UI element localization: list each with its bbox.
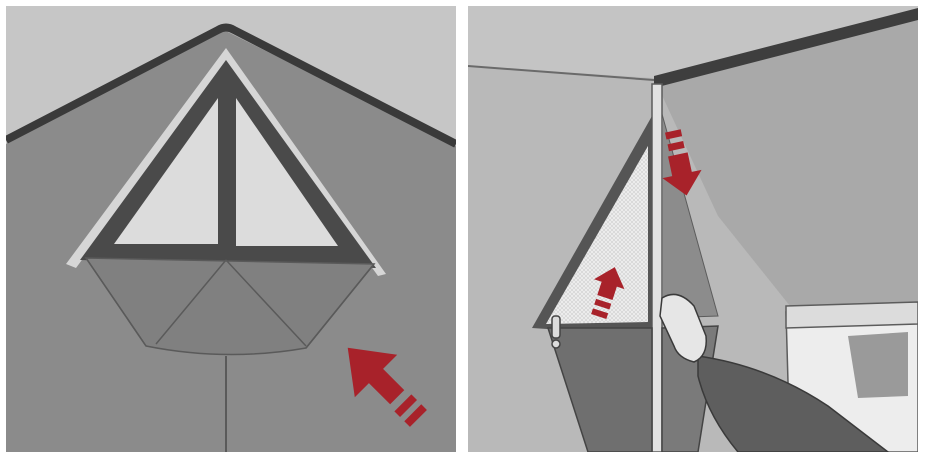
left-illustration-panel [6,6,456,452]
rolled-door [848,332,908,398]
doorway-top [786,302,918,328]
gable-window-illustration [6,6,456,452]
right-illustration-panel [468,6,918,452]
mesh-window-illustration [468,6,918,452]
corner-pole [652,84,662,452]
zipper-pull-icon [552,316,560,348]
